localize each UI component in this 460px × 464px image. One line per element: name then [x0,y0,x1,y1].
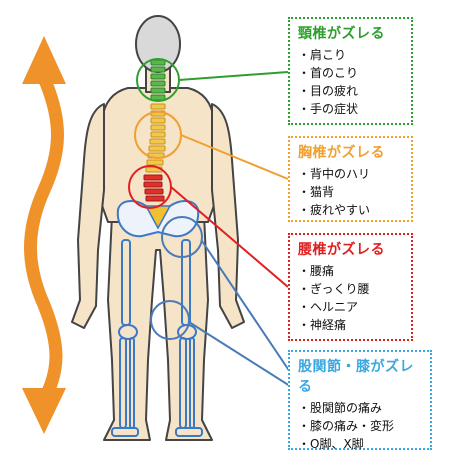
symptom-list: 腰痛 ぎっくり腰 ヘルニア 神経痛 [298,262,403,334]
list-item: 首のこり [298,64,403,82]
neck-symptom-panel: 頸椎がズレる 肩こり 首のこり 目の疲れ 手の症状 [288,17,413,125]
cervical-vertebrae [150,59,166,101]
list-item: 股関節の痛み [298,399,422,417]
list-item: 手の症状 [298,100,403,118]
right-foot-bones [175,427,203,437]
chest-connector [180,134,289,180]
list-item: 疲れやすい [298,201,403,219]
symptom-list: 肩こり 首のこり 目の疲れ 手の症状 [298,46,403,118]
chest-symptom-panel: 胸椎がズレる 背中のハリ 猫背 疲れやすい [288,136,413,222]
list-item: 神経痛 [298,316,403,334]
left-arm [71,103,105,329]
posture-wave-arrow [22,36,66,434]
panel-title: 腰椎がズレる [298,242,385,258]
list-item: ぎっくり腰 [298,280,403,298]
arrow-head-up [22,36,66,84]
list-item: O脚、X脚 [298,435,422,453]
list-item: 目の疲れ [298,82,403,100]
hip-highlight-circle [161,216,203,258]
list-item: 肩こり [298,46,403,64]
hip-knee-symptom-panel: 股関節・膝がズレる 股関節の痛み 膝の痛み・変形 O脚、X脚 [288,350,432,453]
list-item: 膝の痛み・変形 [298,417,422,435]
lumbar-symptom-panel: 腰椎がズレる 腰痛 ぎっくり腰 ヘルニア 神経痛 [288,233,413,341]
panel-title: 頸椎がズレる [298,26,385,42]
panel-title: 胸椎がズレる [298,145,385,161]
list-item: 猫背 [298,183,403,201]
symptom-list: 背中のハリ 猫背 疲れやすい [298,165,403,219]
left-knee-joint [118,324,138,340]
spine [143,59,166,202]
lumbar-connector [170,186,289,288]
leg-bones [111,239,203,437]
arrow-head-down [22,388,66,434]
lumbar-vertebrae [143,174,165,202]
list-item: 腰痛 [298,262,403,280]
right-arm [211,103,245,329]
neck-connector [178,71,289,81]
knee-connector [188,321,291,387]
list-item: ヘルニア [298,298,403,316]
left-foot-bones [111,427,139,437]
knee-highlight-circle [150,300,190,340]
right-knee-joint [177,324,197,340]
symptom-list: 股関節の痛み 膝の痛み・変形 O脚、X脚 [298,399,422,453]
hip-connector [201,240,291,373]
panel-title: 股関節・膝がズレる [298,359,414,395]
list-item: 背中のハリ [298,165,403,183]
